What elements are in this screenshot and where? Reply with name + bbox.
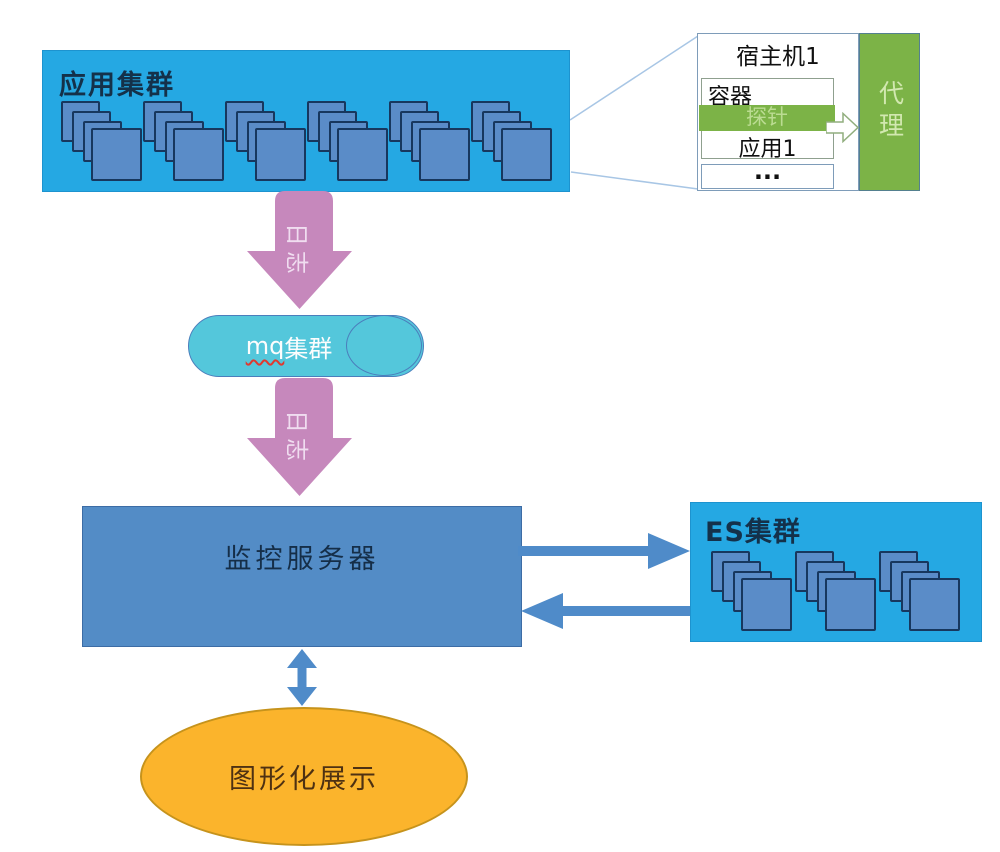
server-node-square bbox=[501, 128, 552, 181]
right-arrow-shape bbox=[518, 533, 690, 569]
log-label-top: 日志 bbox=[283, 223, 309, 279]
server-node-square bbox=[173, 128, 224, 181]
host-detail-box: 宿主机1 容器 应用1 探针 ... bbox=[697, 33, 859, 191]
server-stack bbox=[879, 551, 963, 633]
server-node-square bbox=[337, 128, 388, 181]
server-stack bbox=[711, 551, 795, 633]
server-node-square bbox=[909, 578, 960, 631]
hollow-arrow-shape bbox=[826, 112, 860, 143]
mq-cylinder-cap bbox=[346, 315, 422, 376]
log-flow-arrow-top: 日志 bbox=[247, 191, 352, 310]
es-to-monitor-arrow-icon bbox=[521, 593, 692, 629]
down-arrow-icon bbox=[247, 191, 352, 309]
graphical-display-label: 图形化展示 bbox=[229, 764, 379, 795]
host-ellipsis: ... bbox=[701, 159, 834, 189]
host-label: 宿主机1 bbox=[736, 44, 820, 70]
down-arrow-icon bbox=[247, 378, 352, 496]
probe-to-agent-arrow-icon bbox=[826, 112, 860, 143]
es-cluster-title: ES集群 bbox=[705, 517, 801, 548]
log-flow-arrow-bottom: 日志 bbox=[247, 378, 352, 497]
probe-bar: 探针 bbox=[699, 105, 835, 131]
server-node-square bbox=[419, 128, 470, 181]
monitor-display-doublearrow-icon bbox=[287, 649, 317, 706]
server-stack bbox=[471, 101, 553, 183]
monitor-server-label: 监控服务器 bbox=[224, 544, 380, 575]
server-stack bbox=[795, 551, 879, 633]
server-stack bbox=[61, 101, 143, 183]
agent-box: 代理 bbox=[859, 33, 920, 191]
double-arrow-shape bbox=[287, 649, 317, 706]
es-cluster-stacks bbox=[711, 551, 963, 635]
left-arrow-shape bbox=[521, 593, 692, 629]
graphical-display-ellipse: 图形化展示 bbox=[140, 707, 468, 846]
app-cluster-box: 应用集群 bbox=[42, 50, 570, 192]
callout-line-top bbox=[569, 35, 699, 121]
log-label-bottom: 日志 bbox=[283, 410, 309, 466]
mq-label-suffix: 集群 bbox=[284, 334, 333, 363]
callout-line-bottom bbox=[570, 171, 699, 190]
server-node-square bbox=[825, 578, 876, 631]
app-cluster-stacks bbox=[61, 101, 553, 185]
server-stack bbox=[225, 101, 307, 183]
agent-label: 代理 bbox=[875, 80, 905, 144]
server-stack bbox=[143, 101, 225, 183]
es-cluster-box: ES集群 bbox=[690, 502, 982, 642]
server-stack bbox=[307, 101, 389, 183]
down-arrow-shape bbox=[247, 191, 352, 309]
monitor-to-es-arrow-icon bbox=[518, 533, 690, 569]
down-arrow-shape bbox=[247, 378, 352, 496]
app-cluster-title: 应用集群 bbox=[59, 70, 175, 101]
server-node-square bbox=[741, 578, 792, 631]
mq-label-prefix: mq bbox=[245, 332, 285, 360]
server-stack bbox=[389, 101, 471, 183]
server-node-square bbox=[255, 128, 306, 181]
server-node-square bbox=[91, 128, 142, 181]
monitor-server-box: 监控服务器 bbox=[82, 506, 522, 647]
app-label: 应用1 bbox=[738, 137, 797, 162]
